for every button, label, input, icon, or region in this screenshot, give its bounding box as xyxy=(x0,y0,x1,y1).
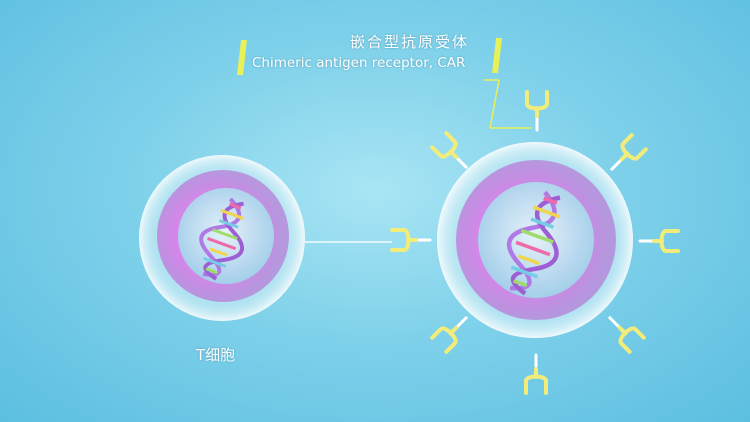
dna-helix-icon xyxy=(506,190,561,296)
car-receptor-icon xyxy=(610,133,648,171)
car-receptor-icon xyxy=(430,131,468,169)
car-t-cell-right xyxy=(390,90,680,395)
car-receptor-icon xyxy=(390,228,432,252)
car-receptor-icon xyxy=(638,229,680,253)
title-english: Chimeric antigen receptor, CAR xyxy=(252,55,466,71)
car-receptor-icon xyxy=(608,316,646,354)
t-cell-label: T细胞 xyxy=(196,346,236,364)
dna-helix-icon xyxy=(199,197,245,281)
t-cell-left xyxy=(139,155,305,321)
car-receptor-icon xyxy=(525,90,549,132)
title-callout xyxy=(237,38,532,129)
accent-bar-left xyxy=(237,40,247,75)
accent-bar-right xyxy=(492,38,502,73)
title-chinese: 嵌合型抗原受体 xyxy=(350,33,470,51)
car-receptor-icon xyxy=(524,353,548,395)
car-receptor-icon xyxy=(430,316,468,354)
